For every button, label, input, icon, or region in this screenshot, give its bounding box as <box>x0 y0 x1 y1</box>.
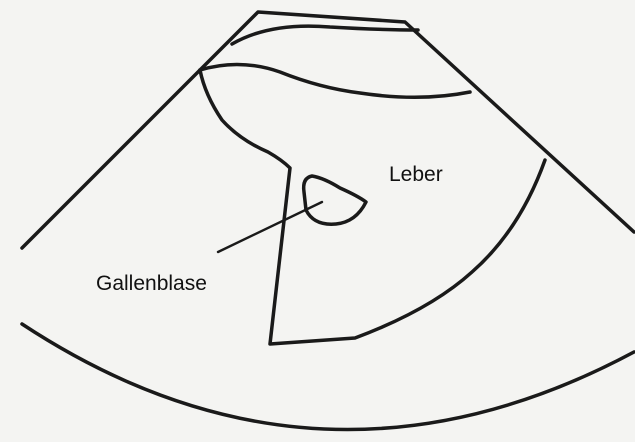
gallbladder-outline <box>304 176 366 224</box>
muscle-layer-line <box>200 64 470 97</box>
liver-boundary <box>200 70 545 344</box>
skin-layer-line <box>232 26 418 44</box>
scan-sector-outline <box>22 12 634 248</box>
liver-label: Leber <box>389 163 443 186</box>
gallbladder-pointer-line <box>218 202 322 252</box>
gallbladder-label: Gallenblase <box>96 272 207 295</box>
